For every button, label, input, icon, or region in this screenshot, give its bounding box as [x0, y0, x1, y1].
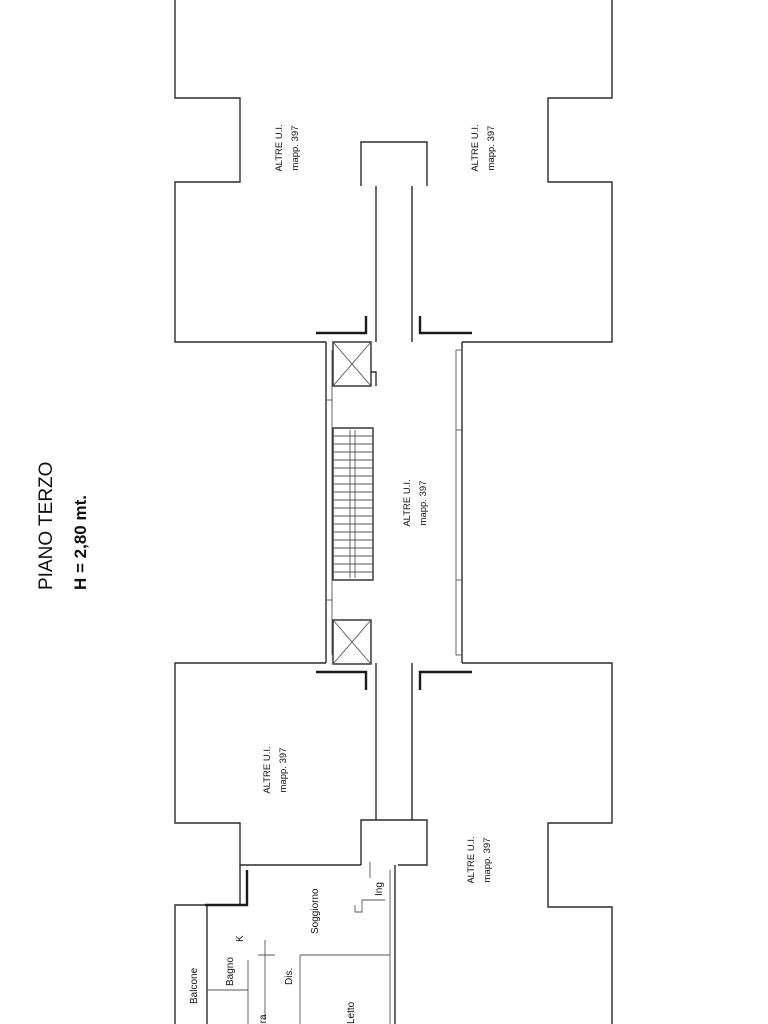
- room-letto: Letto: [346, 1001, 357, 1024]
- room-cucina: K: [235, 935, 246, 942]
- room-camera: Camera: [258, 1014, 269, 1024]
- middle-section: [325, 342, 463, 663]
- unit-1-line2: mapp. 397: [290, 126, 301, 171]
- unit-label-4: ALTRE U.I. mapp. 397: [262, 746, 289, 793]
- room-balcone: Balcone: [189, 967, 200, 1004]
- unit-label-2: ALTRE U.I. mapp. 397: [470, 124, 497, 171]
- unit-3-line1: ALTRE U.I.: [402, 479, 413, 526]
- right-lower-block: [418, 662, 613, 1024]
- unit-label-5: ALTRE U.I. mapp. 397: [466, 836, 493, 883]
- unit-4-line1: ALTRE U.I.: [262, 746, 273, 793]
- unit-5-line1: ALTRE U.I.: [466, 836, 477, 883]
- room-bagno: Bagno: [225, 957, 236, 986]
- elevator-upper: [332, 341, 377, 387]
- unit-label-1: ALTRE U.I. mapp. 397: [274, 124, 301, 171]
- apartment: [174, 862, 396, 1024]
- height-note: H = 2,80 mt.: [71, 495, 90, 590]
- unit-4-line2: mapp. 397: [278, 748, 289, 793]
- unit-2-line2: mapp. 397: [486, 126, 497, 171]
- right-upper-block: [418, 0, 613, 343]
- left-lower-block: [174, 662, 368, 866]
- unit-5-line2: mapp. 397: [482, 838, 493, 883]
- corridor-upper: [360, 141, 428, 342]
- unit-2-line1: ALTRE U.I.: [470, 124, 481, 171]
- unit-3-line2: mapp. 397: [418, 481, 429, 526]
- plan-title: PIANO TERZO: [36, 462, 57, 590]
- room-soggiorno: Soggiorno: [310, 888, 321, 934]
- corridor-lower: [360, 663, 428, 866]
- staircase: [332, 427, 374, 581]
- room-ingresso: Ing: [374, 882, 385, 896]
- elevator-lower: [332, 619, 372, 665]
- unit-label-3: ALTRE U.I. mapp. 397: [402, 479, 429, 526]
- title-block: PIANO TERZO H = 2,80 mt.: [36, 462, 90, 590]
- unit-1-line1: ALTRE U.I.: [274, 124, 285, 171]
- room-disimpegno: Dis.: [284, 968, 295, 985]
- left-upper-block: [174, 0, 368, 343]
